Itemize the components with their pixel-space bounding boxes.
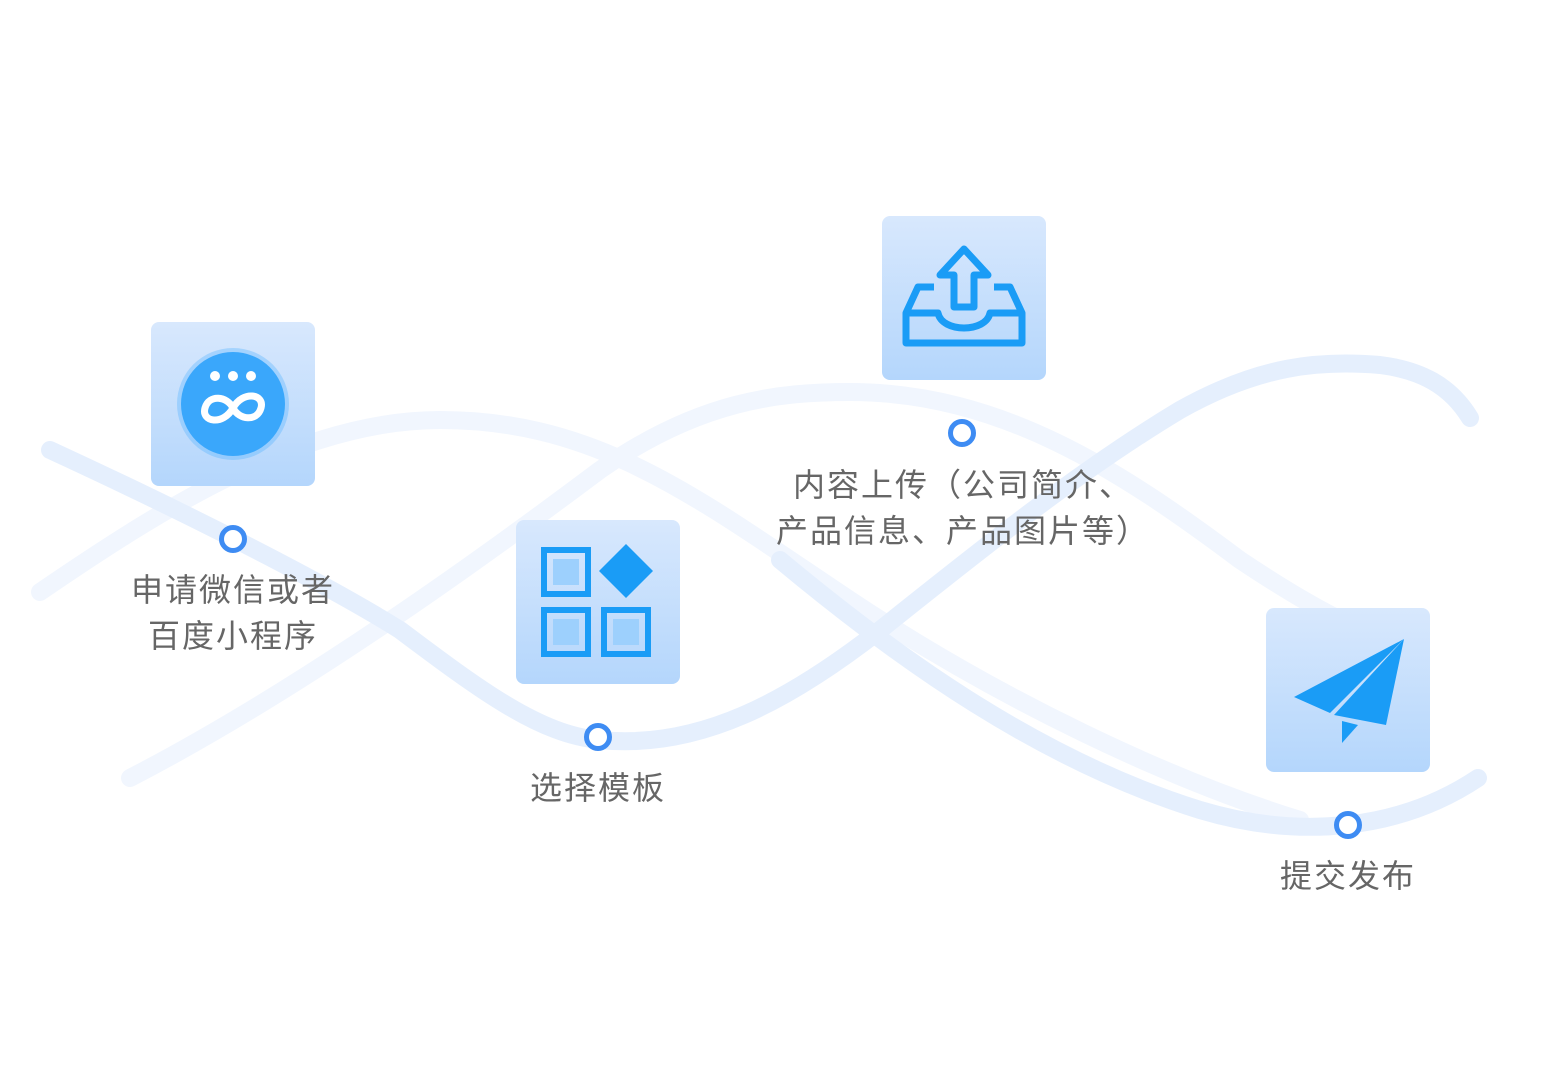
step-3-label: 内容上传（公司简介、 产品信息、产品图片等） (763, 462, 1163, 554)
step-4-label-line-1: 提交发布 (1279, 857, 1416, 895)
step-2-label: 选择模板 (448, 765, 748, 811)
step-4-node (1334, 811, 1362, 839)
wave-line-strong-2 (771, 551, 1487, 836)
step-1-label-line-2: 百度小程序 (147, 617, 318, 655)
step-3-label-line-1: 内容上传（公司简介、 (792, 466, 1133, 504)
step-1-card (151, 322, 315, 486)
step-3-label-line-2: 产品信息、产品图片等） (775, 512, 1150, 550)
upload-tray-icon (902, 245, 1026, 347)
wave-line-strong-1 (41, 354, 1479, 751)
step-4-card (1266, 608, 1430, 772)
step-3-node (948, 419, 976, 447)
mini-program-icon (177, 348, 289, 460)
step-2-label-line-1: 选择模板 (529, 769, 666, 807)
step-1-label-line-1: 申请微信或者 (130, 571, 335, 609)
step-1-node (219, 525, 247, 553)
step-3-card (882, 216, 1046, 380)
step-2-node (584, 723, 612, 751)
wave-line-light-2 (121, 382, 1369, 787)
step-4-label: 提交发布 (1198, 853, 1498, 899)
step-2-card (516, 520, 680, 684)
paper-plane-icon (1294, 639, 1404, 743)
step-1-label: 申请微信或者 百度小程序 (83, 567, 383, 659)
template-grid-icon (541, 544, 653, 657)
